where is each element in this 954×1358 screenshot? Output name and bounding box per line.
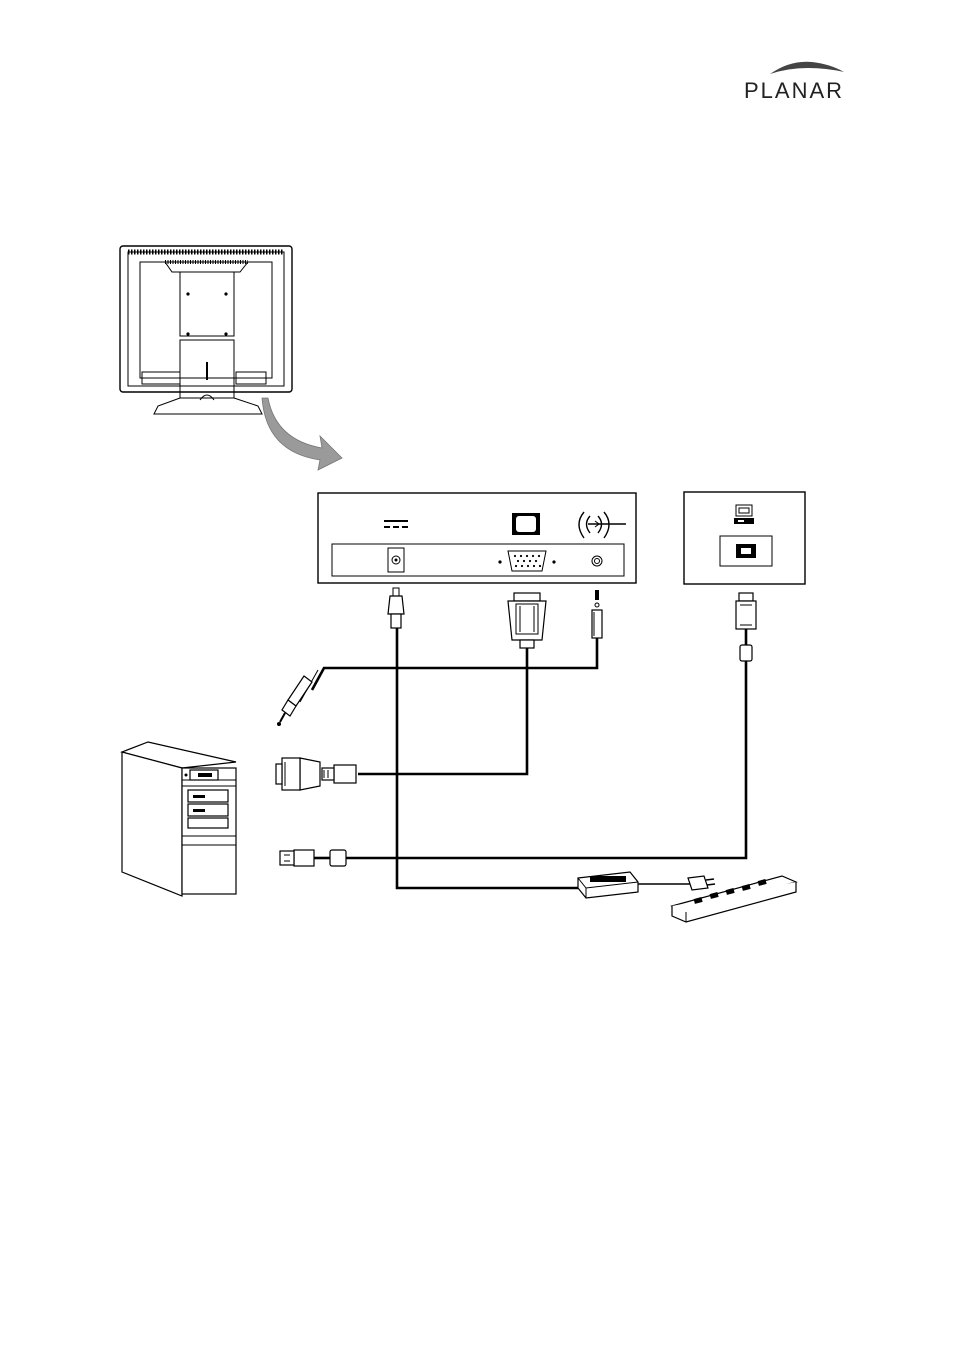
vga-end-plug bbox=[276, 758, 356, 790]
usb-connector-panel bbox=[684, 492, 805, 584]
usb-cable bbox=[346, 661, 746, 858]
dc-power-port[interactable] bbox=[388, 548, 404, 572]
pointer-arrow bbox=[262, 398, 342, 470]
planar-logo: PLANAR bbox=[744, 62, 844, 103]
monitor-connector-panel bbox=[318, 493, 636, 583]
usb-b-port-icon[interactable] bbox=[736, 544, 756, 558]
ac-plug bbox=[688, 876, 715, 890]
vga-port[interactable] bbox=[498, 551, 555, 571]
audio-end-plug bbox=[277, 676, 312, 726]
pc-tower bbox=[122, 742, 236, 896]
floppy-drive-bay bbox=[185, 770, 219, 780]
drive-bays bbox=[188, 790, 228, 828]
power-adapter bbox=[578, 872, 690, 898]
vga-plug bbox=[508, 593, 546, 648]
audio-port[interactable] bbox=[592, 556, 602, 566]
monitor-rear-view bbox=[120, 246, 292, 414]
audio-plug bbox=[592, 590, 602, 638]
usb-plug bbox=[736, 593, 756, 661]
dc-power-icon bbox=[384, 521, 408, 527]
audio-in-icon bbox=[579, 512, 626, 538]
computer-icon bbox=[734, 505, 754, 524]
audio-cable bbox=[300, 638, 597, 702]
brand-name: PLANAR bbox=[744, 78, 844, 103]
dc-power-plug bbox=[388, 588, 404, 628]
vga-monitor-icon bbox=[512, 513, 540, 535]
logo-arc bbox=[770, 62, 844, 74]
usb-end-plug bbox=[280, 850, 346, 866]
